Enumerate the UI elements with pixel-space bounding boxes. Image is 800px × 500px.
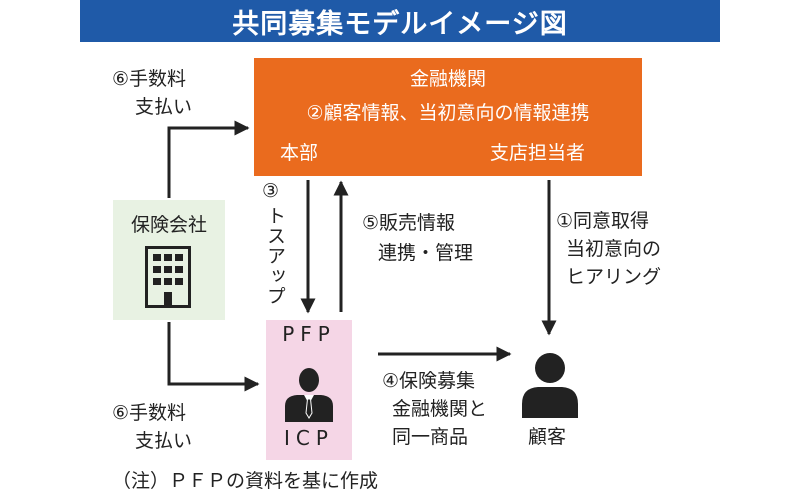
fee-top-label-line1: ⑥手数料	[112, 68, 187, 90]
businessman-icon	[285, 368, 333, 422]
fee-bottom-label-line2: 支払い	[135, 430, 193, 452]
pfp-box: PFP ICP	[266, 320, 352, 460]
customer-label: 顧客	[528, 426, 567, 448]
bank-branch-label: 支店担当者	[490, 142, 586, 164]
toss-up-number: ③	[262, 180, 280, 202]
consent-line1: ①同意取得	[556, 210, 650, 232]
pfp-top-label: PFP	[282, 322, 336, 346]
fee-to-bank-arrow	[167, 120, 250, 198]
toss-up-label: トスアップ	[264, 206, 286, 306]
insurer-label: 保険会社	[130, 214, 207, 236]
person-icon	[522, 353, 578, 418]
fee-to-pfp-arrow	[167, 322, 260, 392]
fee-top-label-line2: 支払い	[135, 96, 193, 118]
sales-info-line1: ⑤販売情報	[362, 212, 456, 234]
source-note: （注）ＰＦＰの資料を基に作成	[112, 470, 379, 492]
recruit-line3: 同一商品	[392, 426, 469, 448]
recruit-line2: 金融機関と	[392, 398, 488, 420]
insurer-box: 保険会社	[113, 200, 225, 320]
bank-name: 金融機関	[409, 68, 486, 90]
fee-bottom-label-line1: ⑥手数料	[112, 402, 187, 424]
bank-hq-label: 本部	[280, 142, 319, 164]
consent-line2: 当初意向の	[566, 238, 662, 260]
building-icon	[145, 246, 191, 308]
diagram-title: 共同募集モデルイメージ図	[80, 0, 720, 42]
sales-info-line2: 連携・管理	[378, 242, 474, 264]
recruit-line1: ④保険募集	[382, 370, 476, 392]
pfp-bottom-label: ICP	[284, 426, 334, 450]
consent-line3: ヒアリング	[566, 266, 662, 288]
bank-box: 金融機関 ②顧客情報、当初意向の情報連携 本部 支店担当者	[254, 58, 642, 176]
bank-info-link-label: ②顧客情報、当初意向の情報連携	[306, 102, 590, 124]
